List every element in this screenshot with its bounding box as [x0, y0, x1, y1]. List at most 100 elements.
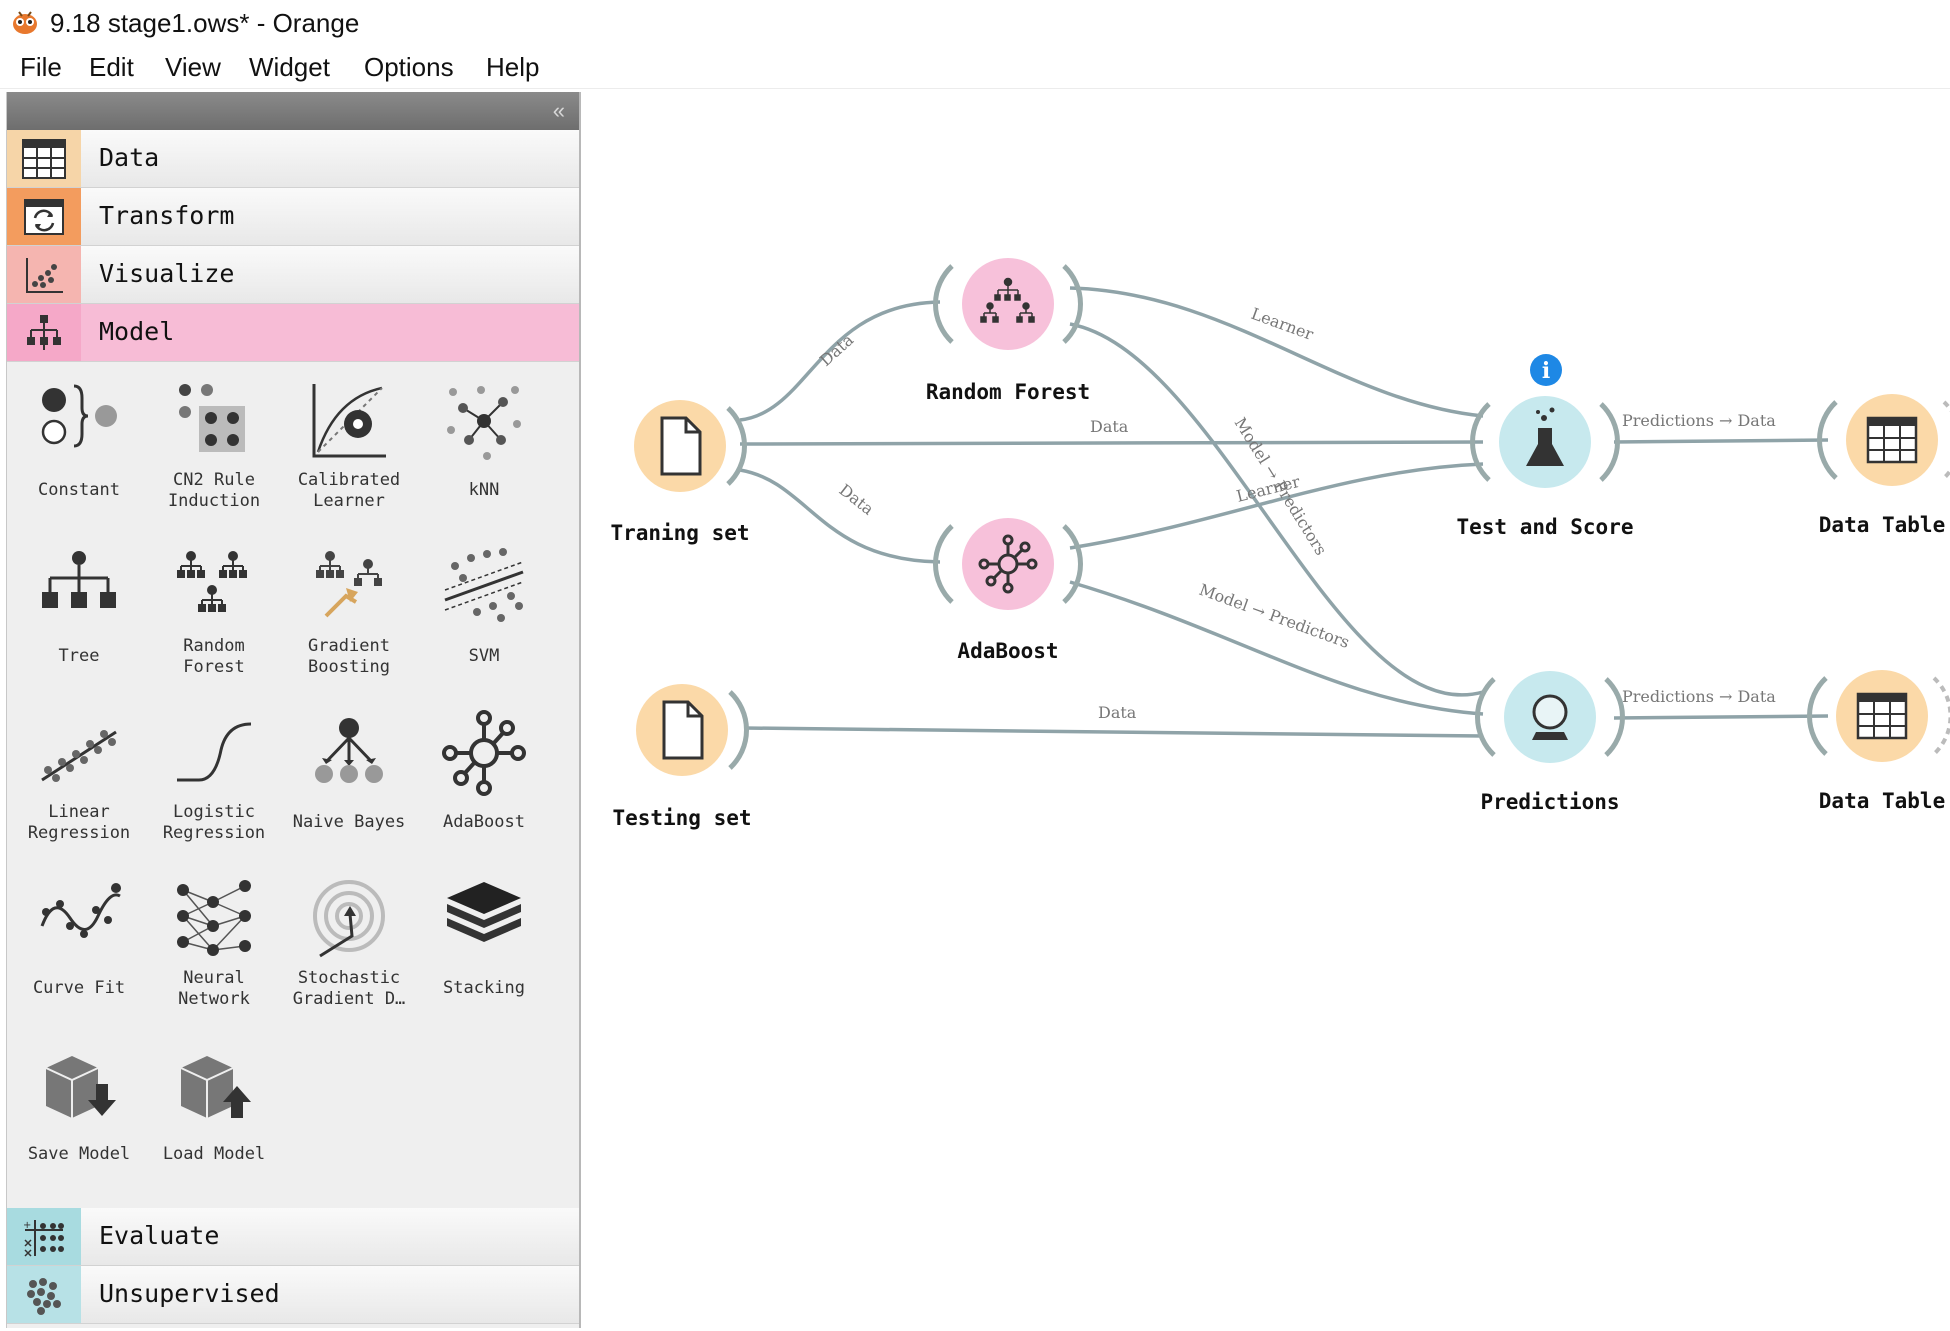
- widget-tree[interactable]: Tree: [12, 544, 146, 704]
- widget-knn[interactable]: kNN: [417, 378, 551, 538]
- title-bar: 9.18 stage1.ows* - Orange: [0, 0, 1950, 44]
- category-model-label: Model: [99, 317, 175, 346]
- adaboost-icon: [442, 710, 526, 796]
- curve-fit-icon: [40, 883, 121, 938]
- widget-tree-label: Tree: [58, 646, 100, 666]
- file-icon: [662, 700, 704, 760]
- widget-curve-fit[interactable]: Curve Fit: [12, 876, 146, 1036]
- gradient-boosting-icon: [316, 551, 382, 618]
- tree-icon: [7, 304, 81, 361]
- widget-cn2-label-line2: Induction: [167, 491, 261, 511]
- node-random-forest-label: Random Forest: [926, 380, 1090, 404]
- node-data-table-1-label: Data Table: [1819, 513, 1945, 537]
- category-transform[interactable]: Transform: [7, 188, 579, 246]
- category-evaluate[interactable]: + Evaluate: [7, 1208, 579, 1266]
- category-data[interactable]: Data: [7, 130, 579, 188]
- link-rf-pred[interactable]: [1069, 322, 1484, 697]
- neural-network-icon: [177, 880, 251, 956]
- link-pred-dt2[interactable]: [1613, 714, 1829, 720]
- node-random-forest[interactable]: Random Forest: [926, 258, 1090, 404]
- scatter-icon: [7, 246, 81, 303]
- info-badge-text: i: [1542, 358, 1550, 384]
- widget-calibrated-label-line2: Learner: [313, 491, 385, 511]
- widget-load-model-label: Load Model: [162, 1144, 266, 1164]
- widget-constant[interactable]: Constant: [12, 378, 146, 538]
- widget-random-forest-label-line2: Forest: [183, 657, 245, 677]
- widget-logistic-regression-label-line1: Logistic: [173, 802, 255, 822]
- widget-load-model[interactable]: Load Model: [147, 1042, 281, 1202]
- workflow-canvas[interactable]: .lnk { fill:none; stroke:#8fa3a8; stroke…: [580, 92, 1950, 1328]
- link-label-ada-pred: Model → Predictors: [1197, 580, 1352, 652]
- node-predictions-label: Predictions: [1480, 790, 1619, 814]
- category-evaluate-label: Evaluate: [99, 1221, 220, 1250]
- node-data-table-1[interactable]: Data Table: [1817, 394, 1950, 537]
- calibrated-icon: [312, 384, 386, 458]
- widget-save-model[interactable]: Save Model: [12, 1042, 146, 1202]
- link-training-ada[interactable]: [739, 468, 941, 564]
- category-visualize[interactable]: Visualize: [7, 246, 579, 304]
- menu-view[interactable]: View: [165, 52, 221, 82]
- crystal-ball-icon: [1532, 694, 1568, 740]
- sgd-icon: [313, 880, 385, 958]
- widget-knn-label: kNN: [468, 480, 500, 500]
- link-training-tas[interactable]: [739, 440, 1484, 446]
- transform-icon: [7, 188, 81, 245]
- menu-options[interactable]: Options: [364, 52, 454, 82]
- link-rf-tas[interactable]: [1069, 286, 1484, 418]
- link-tas-dt1[interactable]: [1613, 438, 1829, 444]
- widget-stacking-label: Stacking: [443, 978, 525, 998]
- link-testing-pred[interactable]: [744, 726, 1484, 738]
- widget-gradient-boosting-label-line1: Gradient: [308, 636, 390, 656]
- link-ada-pred[interactable]: [1069, 580, 1484, 716]
- widget-sgd-label-line2: Gradient D…: [292, 989, 406, 1009]
- menu-file[interactable]: File: [20, 52, 62, 82]
- category-unsupervised[interactable]: Unsupervised: [7, 1266, 579, 1324]
- constant-icon: [41, 384, 117, 448]
- widget-stacking[interactable]: Stacking: [417, 876, 551, 1036]
- widget-adaboost[interactable]: AdaBoost: [417, 710, 551, 870]
- info-badge-icon[interactable]: i: [1530, 354, 1562, 386]
- menu-edit[interactable]: Edit: [89, 52, 134, 82]
- node-data-table-2[interactable]: Data Table: [1807, 670, 1950, 813]
- category-transform-label: Transform: [99, 201, 235, 230]
- evaluate-icon: +: [7, 1208, 81, 1265]
- link-label-training-ada: Data: [836, 480, 878, 519]
- widget-linear-regression-label-line2: Regression: [27, 823, 131, 843]
- widget-linear-regression-label-line1: Linear: [48, 802, 110, 822]
- widget-svm[interactable]: SVM: [417, 544, 551, 704]
- category-model[interactable]: Model: [7, 304, 579, 362]
- node-adaboost[interactable]: AdaBoost: [933, 518, 1083, 663]
- node-data-table-2-label: Data Table: [1819, 789, 1945, 813]
- link-label-training-rf: Data: [816, 330, 858, 370]
- link-training-rf[interactable]: [739, 300, 941, 422]
- node-test-and-score[interactable]: i Test and Score: [1456, 354, 1634, 539]
- menu-separator: [0, 88, 1950, 89]
- node-training-set[interactable]: Traning set: [610, 400, 750, 545]
- menu-help[interactable]: Help: [486, 52, 540, 82]
- widget-naive-bayes[interactable]: Naive Bayes: [282, 710, 416, 870]
- link-ada-tas[interactable]: [1069, 462, 1484, 550]
- clusters-icon: [7, 1266, 81, 1323]
- widget-neural-network-label-line1: Neural: [183, 968, 245, 988]
- collapse-toolbox-icon[interactable]: «: [552, 98, 565, 123]
- random-forest-icon: [177, 551, 247, 612]
- svg-text:+: +: [23, 1220, 31, 1231]
- widget-calibrated-label-line1: Calibrated: [297, 470, 401, 490]
- widget-gradient-boosting-label-line2: Boosting: [308, 657, 390, 677]
- widget-svm-label: SVM: [468, 646, 500, 666]
- node-predictions[interactable]: Predictions: [1475, 671, 1625, 814]
- menu-widget[interactable]: Widget: [249, 52, 330, 82]
- node-testing-set[interactable]: Testing set: [612, 684, 752, 830]
- save-model-icon: [45, 1056, 116, 1118]
